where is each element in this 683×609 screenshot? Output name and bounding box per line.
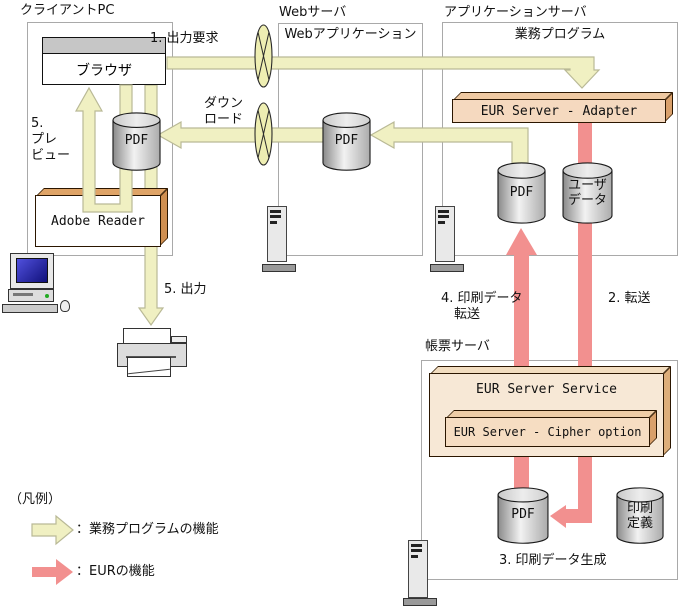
browser-window: ブラウザ — [42, 37, 166, 85]
eur-server-adapter-box: EUR Server - Adapter — [452, 92, 673, 123]
browser-titlebar — [43, 38, 165, 54]
eur-server-cipher-box: EUR Server - Cipher option — [445, 410, 657, 447]
app-pdf-cylinder: PDF — [497, 162, 546, 225]
legend-heading: （凡例） — [9, 492, 62, 507]
app-server-tower-icon — [430, 204, 466, 272]
web-application-label: Webアプリケーション — [284, 27, 417, 42]
desktop-pc-icon — [2, 250, 72, 314]
print-definition-cylinder: 印刷 定義 — [616, 487, 664, 545]
step5-preview-label: 5.プレビュー — [31, 116, 71, 163]
flow-print-data-transfer-arrow — [506, 228, 537, 488]
legend-program-label: ：業務プログラムの機能 — [76, 522, 219, 537]
step2-label: 2. 転送 — [608, 291, 651, 306]
download-label: ダウンロード — [204, 96, 244, 127]
report-pdf-cylinder: PDF — [497, 487, 549, 545]
eur-server-cipher-label: EUR Server - Cipher option — [453, 425, 642, 439]
eur-server-service-label: EUR Server Service — [476, 382, 617, 397]
network-link-icon-2 — [254, 102, 273, 166]
adobe-reader-label: Adobe Reader — [51, 213, 145, 229]
legend-eur-arrow-icon — [32, 559, 73, 585]
business-program-label: 業務プログラム — [514, 27, 606, 42]
app-server-title: アプリケーションサーバ — [444, 5, 587, 20]
web-server-tower-icon — [262, 204, 298, 272]
flow-download-arrow — [156, 120, 331, 150]
legend-eur-label: ：EURの機能 — [76, 564, 155, 579]
flow-preview-arrow — [74, 84, 133, 213]
flow-pdf-transfer-arrow — [369, 120, 529, 164]
client-pdf-cylinder: PDF — [112, 112, 161, 172]
step5-output-label: 5. 出力 — [164, 282, 207, 297]
step1-label: 1. 出力要求 — [150, 31, 219, 46]
network-link-icon-1 — [254, 24, 273, 88]
browser-label: ブラウザ — [76, 62, 132, 79]
report-server-tower-icon — [403, 538, 439, 606]
step4-label: 4. 印刷データ転送 — [441, 291, 523, 322]
legend-program-arrow-icon — [31, 514, 74, 546]
printer-icon — [115, 326, 191, 378]
user-data-cylinder: ユーザ データ — [562, 162, 613, 225]
report-server-title: 帳票サーバ — [425, 339, 490, 354]
web-pdf-cylinder: PDF — [322, 112, 371, 172]
flow-output-request-arrow — [166, 56, 601, 89]
eur-server-adapter-label: EUR Server - Adapter — [480, 103, 638, 119]
step3-label: 3. 印刷データ生成 — [499, 553, 607, 568]
web-server-title: Webサーバ — [279, 5, 347, 20]
client-pc-title: クライアントPC — [20, 3, 115, 18]
